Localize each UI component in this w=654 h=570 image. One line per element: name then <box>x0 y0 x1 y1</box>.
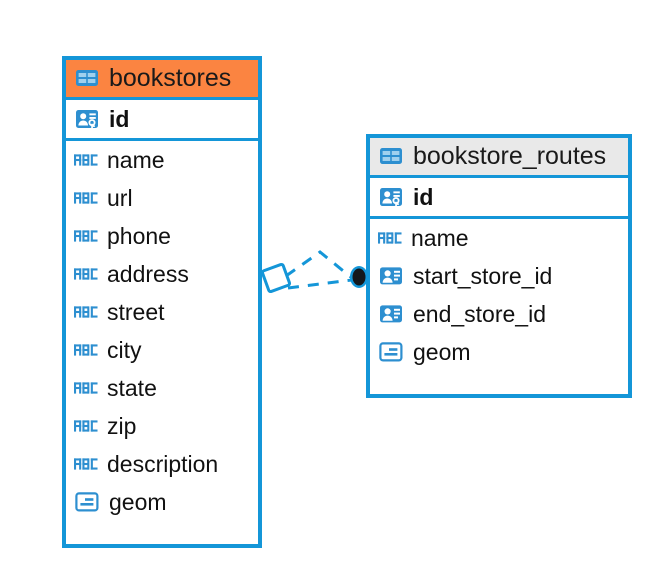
field-label: description <box>107 450 219 477</box>
abc-text-icon <box>74 230 98 242</box>
field-label: geom <box>109 488 167 515</box>
field-label: zip <box>107 412 137 439</box>
abc-text-icon <box>74 192 98 204</box>
abc-text-icon <box>378 232 402 244</box>
entity-bookstores-field-list: name url <box>66 141 258 521</box>
field-label: city <box>107 336 142 363</box>
field-row-id[interactable]: id <box>370 178 628 216</box>
field-label: phone <box>107 222 171 249</box>
field-name-id: id <box>413 183 434 210</box>
field-row-id[interactable]: id <box>66 100 258 138</box>
field-label: geom <box>413 338 471 365</box>
field-label: name <box>107 146 165 173</box>
table-icon <box>380 148 402 165</box>
field-row-name[interactable]: name <box>66 141 258 179</box>
field-row-phone[interactable]: phone <box>66 217 258 255</box>
field-label: end_store_id <box>413 300 546 327</box>
relationship-line-upper <box>285 250 353 280</box>
field-row-name[interactable]: name <box>370 219 628 257</box>
abc-text-icon <box>74 306 98 318</box>
geometry-icon <box>379 342 403 362</box>
foreign-key-icon <box>380 305 402 323</box>
field-label: street <box>107 298 165 325</box>
field-row-zip[interactable]: zip <box>66 407 258 445</box>
field-row-state[interactable]: state <box>66 369 258 407</box>
diamond-marker <box>260 262 292 294</box>
abc-text-icon <box>74 458 98 470</box>
entity-bookstore-routes-header[interactable]: bookstore_routes <box>370 138 628 179</box>
abc-text-icon <box>74 344 98 356</box>
geometry-icon <box>75 492 99 512</box>
field-row-start-store-id[interactable]: start_store_id <box>370 257 628 295</box>
entity-bookstores[interactable]: bookstores id <box>62 56 262 548</box>
entity-bookstores-header[interactable]: bookstores <box>66 60 258 101</box>
relationship-line-lower <box>287 278 353 290</box>
field-label: start_store_id <box>413 262 553 289</box>
abc-text-icon <box>74 420 98 432</box>
entity-bookstore-routes-field-list: name start_store_id <box>370 219 628 371</box>
field-row-geom[interactable]: geom <box>370 333 628 371</box>
entity-bookstores-pk-section: id <box>66 100 258 142</box>
entity-bookstores-title: bookstores <box>109 64 232 92</box>
field-row-address[interactable]: address <box>66 255 258 293</box>
foreign-key-icon <box>380 267 402 285</box>
field-label: name <box>411 224 469 251</box>
field-row-url[interactable]: url <box>66 179 258 217</box>
field-row-end-store-id[interactable]: end_store_id <box>370 295 628 333</box>
primary-key-icon <box>380 188 402 207</box>
field-label: url <box>107 184 133 211</box>
field-label: address <box>107 260 189 287</box>
field-row-geom[interactable]: geom <box>66 483 258 521</box>
field-row-description[interactable]: description <box>66 445 258 483</box>
field-row-street[interactable]: street <box>66 293 258 331</box>
field-name-id: id <box>109 105 130 132</box>
abc-text-icon <box>74 268 98 280</box>
entity-bookstore-routes-title: bookstore_routes <box>413 142 607 170</box>
abc-text-icon <box>74 154 98 166</box>
abc-text-icon <box>74 382 98 394</box>
entity-bookstore-routes-pk-section: id <box>370 178 628 220</box>
primary-key-icon <box>76 110 98 129</box>
field-row-city[interactable]: city <box>66 331 258 369</box>
entity-bookstore-routes[interactable]: bookstore_routes id <box>366 134 632 398</box>
table-icon <box>76 70 98 87</box>
field-label: state <box>107 374 157 401</box>
